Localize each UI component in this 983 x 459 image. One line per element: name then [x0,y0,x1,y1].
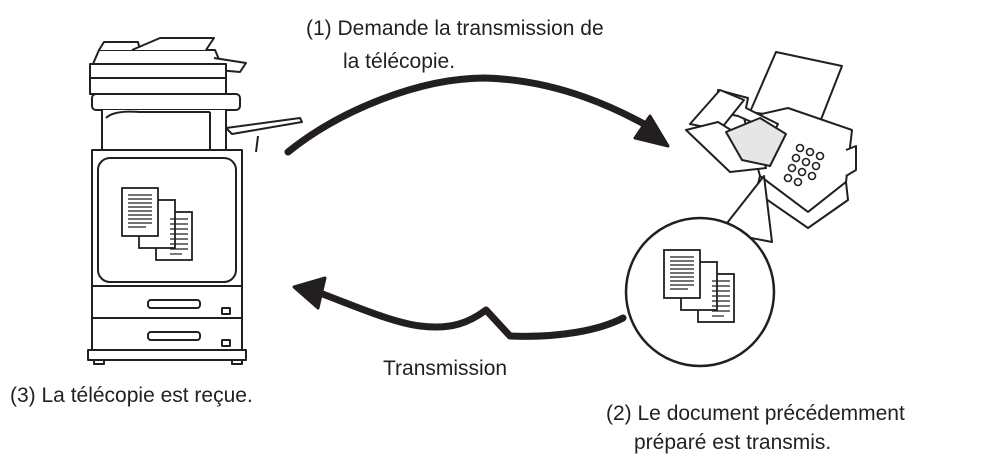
fax-machine-icon [685,51,857,229]
step1-label-line1: (1) Demande la transmission de [306,17,604,40]
transmission-label: Transmission [383,357,508,380]
step2-label-line1: (2) Le document précédemment [606,402,905,425]
multifunction-printer-icon [87,37,303,365]
request-arrow-icon [284,74,670,156]
step1-label-line2: la télécopie. [343,50,456,73]
stored-document-icon [624,175,776,368]
step3-label: (3) La télécopie est reçue. [10,384,253,407]
step2-label-line2: préparé est transmis. [634,431,832,454]
transmission-arrow-icon [292,276,627,340]
